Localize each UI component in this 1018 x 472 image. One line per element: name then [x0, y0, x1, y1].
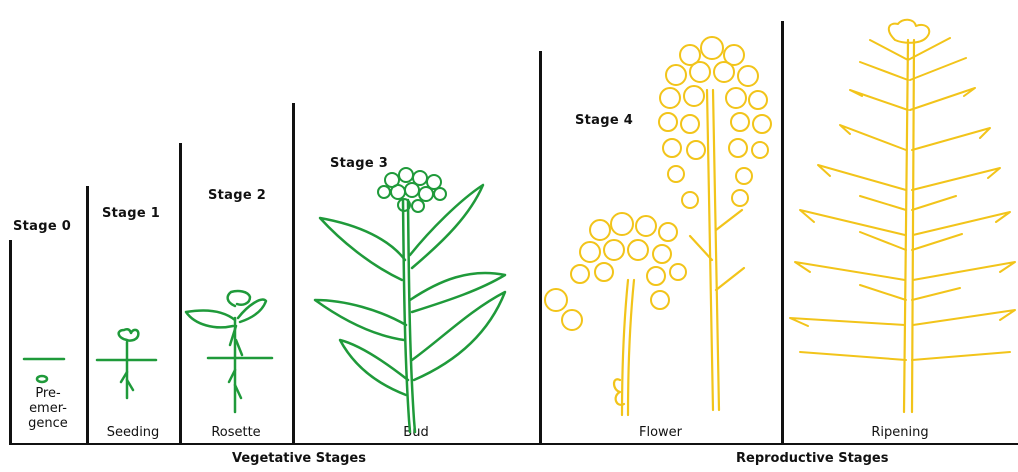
- flower-plant-tall-icon: [659, 37, 771, 410]
- seed-icon: [24, 359, 64, 382]
- seedling-icon: [97, 329, 156, 398]
- ripening-plant-icon: [790, 20, 1015, 412]
- flower-plant-short-icon: [545, 213, 686, 415]
- bud-plant-icon: [315, 168, 505, 432]
- rosette-icon: [186, 291, 272, 412]
